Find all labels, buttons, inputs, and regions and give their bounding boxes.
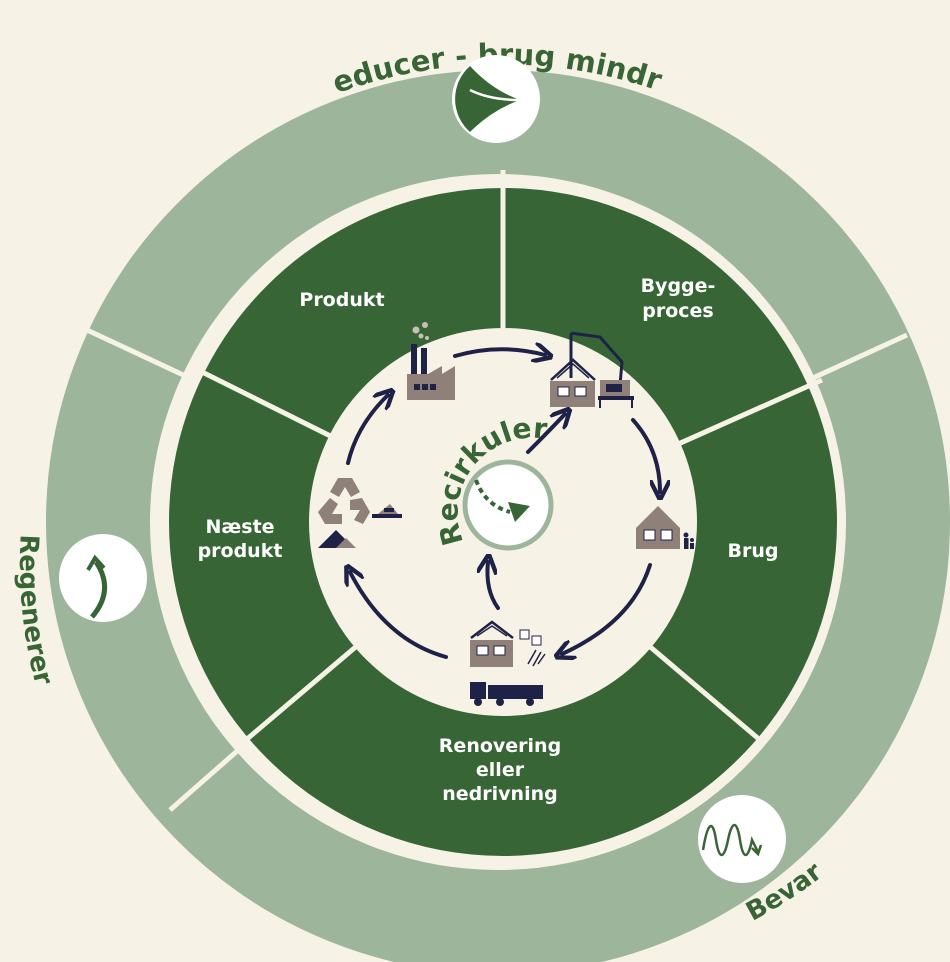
segment-label-renovation-3: nedrivning xyxy=(442,783,557,805)
cycle-arrows xyxy=(348,349,660,657)
cycle-arrow xyxy=(453,349,545,356)
house-with-people-icon xyxy=(636,506,694,549)
segment-label-construction-2: proces xyxy=(642,300,713,322)
factory-icon xyxy=(407,322,455,400)
curved-arrow-icon xyxy=(59,534,147,622)
segment-label-product: Produkt xyxy=(299,289,384,311)
cycle-arrow xyxy=(487,562,500,610)
segment-label-renovation-1: Renovering xyxy=(439,735,561,757)
wave-arrow-icon xyxy=(698,795,786,883)
house-truck-demolition-icon xyxy=(470,620,546,706)
cycle-arrow xyxy=(350,572,448,659)
dashed-circular-arrow-icon xyxy=(462,459,554,551)
cycle-arrow xyxy=(631,418,660,492)
cycle-arrow xyxy=(526,414,565,454)
branching-arrow-icon xyxy=(452,55,540,143)
segment-label-construction-1: Bygge- xyxy=(641,275,716,297)
cycle-arrow xyxy=(562,563,652,654)
segment-label-next-product-1: Næste xyxy=(205,516,274,538)
segment-label-next-product-2: produkt xyxy=(198,540,283,562)
construction-crane-house-icon xyxy=(550,331,634,408)
segment-label-renovation-2: eller xyxy=(476,759,525,781)
recycling-icon xyxy=(318,478,402,548)
segment-label-use: Brug xyxy=(728,540,779,562)
cycle-arrow xyxy=(346,395,388,465)
